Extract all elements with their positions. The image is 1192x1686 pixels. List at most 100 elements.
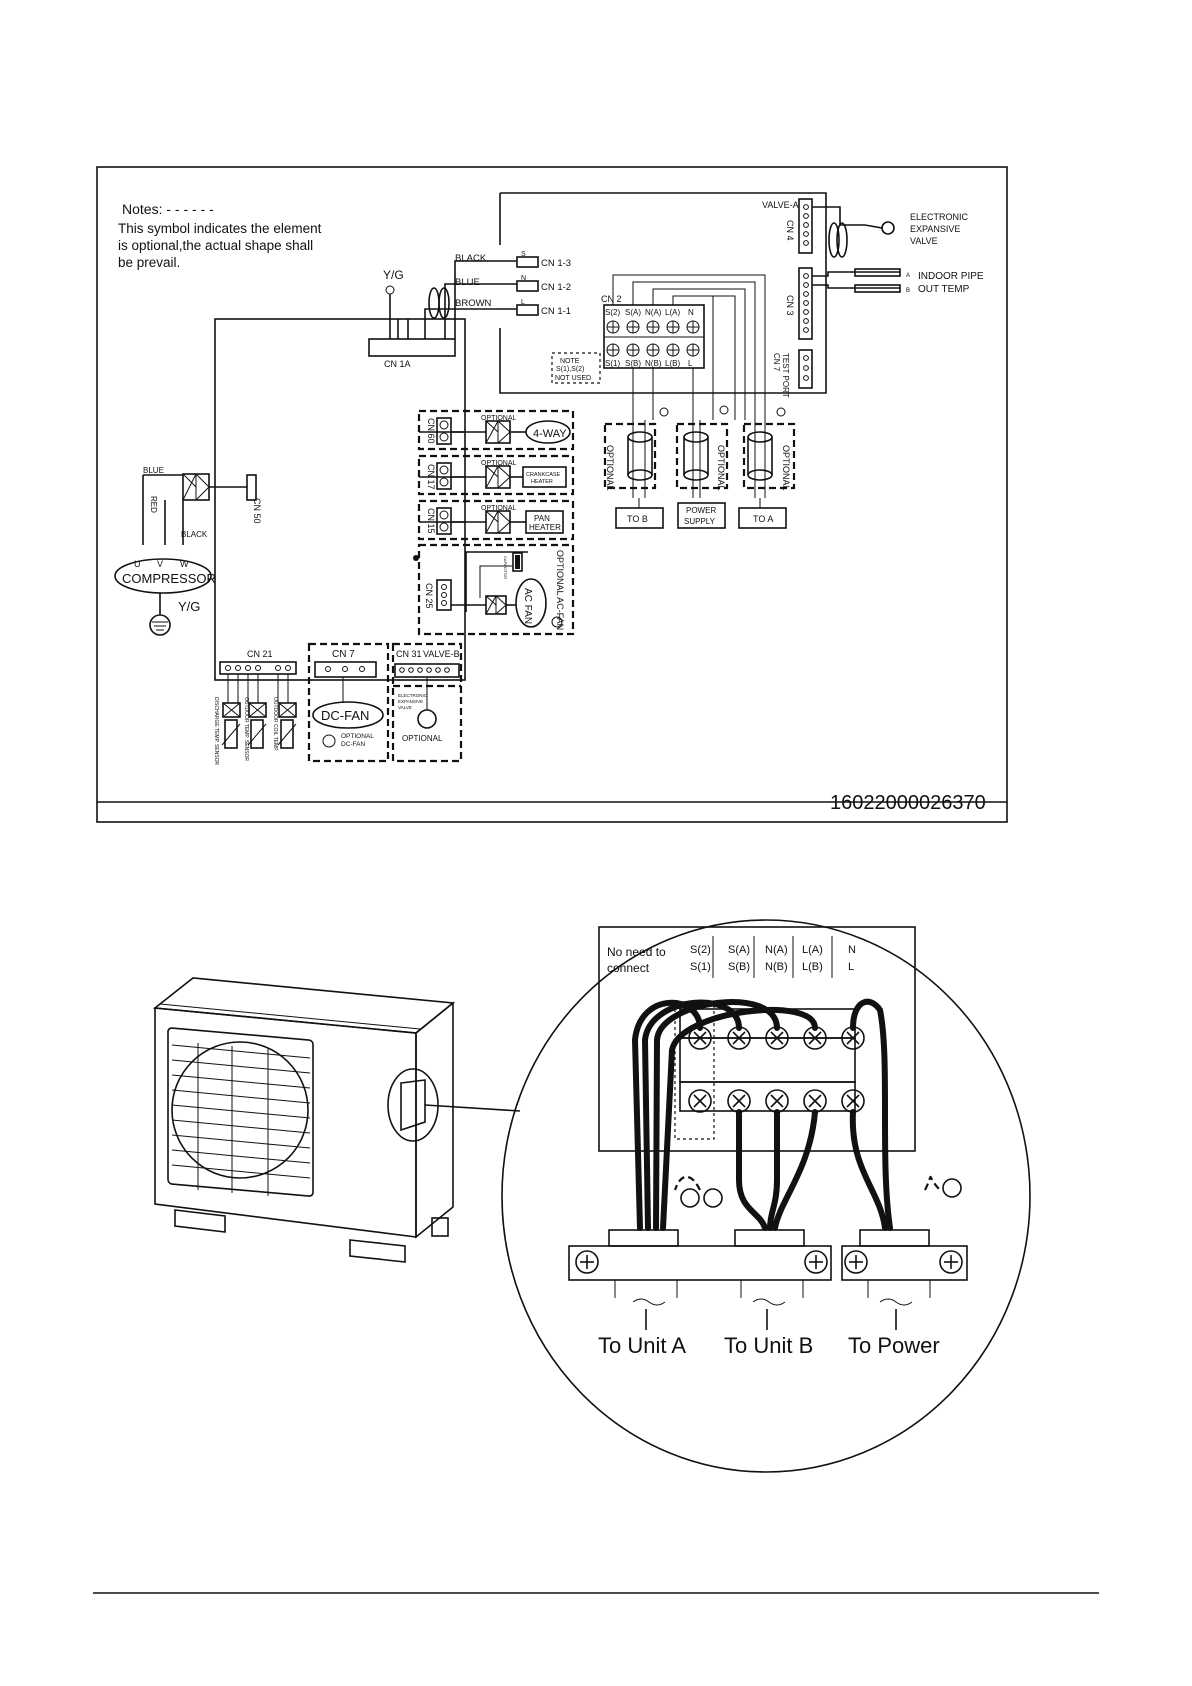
temp-b-sensor (854, 284, 901, 293)
zoom-source-ring (387, 1068, 439, 1142)
cn17-optional-label: OPTIONAL (481, 460, 517, 467)
terminal-wires (631, 998, 962, 1231)
optional-dc-fan-label-1: OPTIONAL (341, 733, 374, 740)
compressor-red-wire-label: RED (149, 496, 158, 513)
to-unit-a-label: To Unit A (598, 1333, 686, 1358)
note-box-line-1: NOTE (560, 358, 580, 365)
valve-a-icon (881, 221, 895, 235)
cn15-pan-heater-group: CN 15 OPTIONAL PAN HEATER (417, 499, 575, 541)
compressor-u-label: U (134, 559, 141, 569)
cn25-label: CN 25 (424, 583, 434, 609)
discharge-sensor-label: DISCHARGE TEMP. SENSOR (213, 697, 219, 766)
cn15-label: CN 15 (426, 508, 436, 534)
black-wire (454, 260, 517, 339)
to-a-label: TO A (753, 514, 773, 524)
cn1-2-block (516, 280, 539, 292)
valve-a-label: VALVE-A (762, 200, 799, 210)
note-box (551, 352, 601, 384)
zoom-pointer-line (424, 1104, 521, 1112)
cn3-pins (803, 273, 809, 333)
ferrite-ring-2-icon (438, 287, 450, 319)
grille-bars (171, 1043, 311, 1196)
cn2-top-n: N (688, 308, 694, 317)
temp-a-letter: A (906, 273, 910, 279)
cn25-ac-fan-group: CN 25 CAPACITOR AC FAN OPTIONAL AC-FAN (417, 543, 575, 636)
cn4-pins (803, 204, 809, 246)
no-need-label-2: connect (607, 961, 650, 975)
terminal-panel (598, 926, 916, 1152)
upper-board-outline (499, 192, 827, 394)
cable-ground-icons (659, 405, 786, 417)
wire-l-mark: L (521, 299, 525, 306)
capacitor-label: CAPACITOR (503, 556, 508, 579)
blue-wire (444, 283, 517, 339)
notes-line-2: is optional,the actual shape shall (118, 238, 313, 253)
cn2-bottom-s1: S(1) (605, 359, 620, 368)
valve-a-desc-3: VALVE (910, 236, 938, 246)
cn4-connector (798, 198, 813, 254)
cn2-top-la: L(A) (665, 308, 680, 317)
ground-top-icon (385, 285, 395, 295)
valve-a-wire (812, 206, 865, 226)
compressor-v-label: V (157, 559, 163, 569)
optional-label-power: OPTIONAL (716, 445, 726, 491)
compressor-blue-wire-label: BLUE (143, 466, 164, 475)
fan-grille-icon (171, 1041, 309, 1179)
cn60-label: CN 60 (426, 418, 436, 444)
wire-n-mark: N (521, 275, 526, 282)
header-n: N (848, 944, 856, 956)
cn4-label: CN 4 (785, 220, 795, 241)
valve-b-label: VALVE-B (423, 649, 460, 659)
blue-wire-label: BLUE (455, 277, 480, 288)
optional-cable-to-b: OPTIONAL TO B (603, 420, 664, 529)
optional-cable-to-a: OPTIONAL TO A (738, 420, 796, 529)
cn21-sensors-group: CN 21 DISCHARGE TEMP. SENSOR OUTDOOR TEM… (213, 649, 297, 766)
temp-a-wire (812, 271, 900, 277)
cn2-label: CN 2 (601, 294, 622, 304)
yg-top-label: Y/G (383, 268, 404, 282)
cn3-connector (798, 267, 813, 340)
valve-ferrite-2-icon (836, 222, 848, 258)
valve-b-desc-3: VALVE (398, 705, 412, 710)
optional-dc-fan-label-2: DC-FAN (341, 741, 366, 748)
cn2-bottom-lb: L(B) (665, 359, 680, 368)
note-box-line-3: NOT USED (555, 375, 591, 382)
cn7-dc-fan-group: CN 7 DC-FAN OPTIONAL DC-FAN (307, 642, 390, 763)
optional-label-a: OPTIONAL (781, 445, 791, 491)
cn2-top-sa: S(A) (625, 308, 641, 317)
no-need-label-1: No need to (607, 945, 666, 959)
cn31-label: CN 31 (396, 649, 422, 659)
power-supply-label-1: POWER (686, 506, 716, 515)
notes-line-1: This symbol indicates the element (118, 221, 322, 236)
compressor-black-wire-label: BLACK (181, 530, 208, 539)
compressor-group: BLUE CN 50 RED BLACK U V W COMPRESSOR Y/… (114, 466, 262, 636)
foot-left (174, 1209, 226, 1233)
cn3-label: CN 3 (785, 295, 795, 316)
crankcase-label-2: HEATER (531, 479, 553, 485)
coil-sensor-label: OUTDOOR COIL TEMP. (272, 697, 278, 751)
test-port-connector (798, 349, 813, 389)
to-unit-b-label: To Unit B (724, 1333, 813, 1358)
valve-b-desc-1: ELECTRONIC (398, 693, 428, 698)
cn1-1-label: CN 1-1 (541, 306, 571, 317)
cn60-four-way-group: CN 60 OPTIONAL 4-WAY (417, 409, 575, 451)
cn1-3-label: CN 1-3 (541, 258, 571, 269)
temp-a-sensor (854, 268, 901, 277)
header-l: L (848, 961, 854, 973)
optional-cable-power: OPTIONAL POWER SUPPLY (675, 420, 729, 529)
out-temp-label: OUT TEMP (918, 284, 970, 295)
outdoor-sensor-label: OUTDOOR TEMP. SENSOR (243, 697, 249, 761)
cn2-top-na: N(A) (645, 308, 662, 317)
black-wire-label: BLACK (455, 253, 487, 264)
cn1a-block (368, 338, 456, 357)
notes-title: Notes: - - - - - - (122, 201, 214, 217)
diagram-frame (96, 166, 1008, 823)
brown-wire (424, 308, 517, 339)
valve-b-optional-label: OPTIONAL (402, 734, 443, 743)
cable-clamps (568, 1229, 968, 1330)
compressor-w-label: W (180, 559, 189, 569)
header-na: N(A) (765, 944, 788, 956)
cn31-valve-b-group: CN 31 VALVE-B ELECTRONIC EXPANSIVE VALVE… (391, 642, 463, 763)
part-number: 16022000026370 (830, 792, 986, 814)
